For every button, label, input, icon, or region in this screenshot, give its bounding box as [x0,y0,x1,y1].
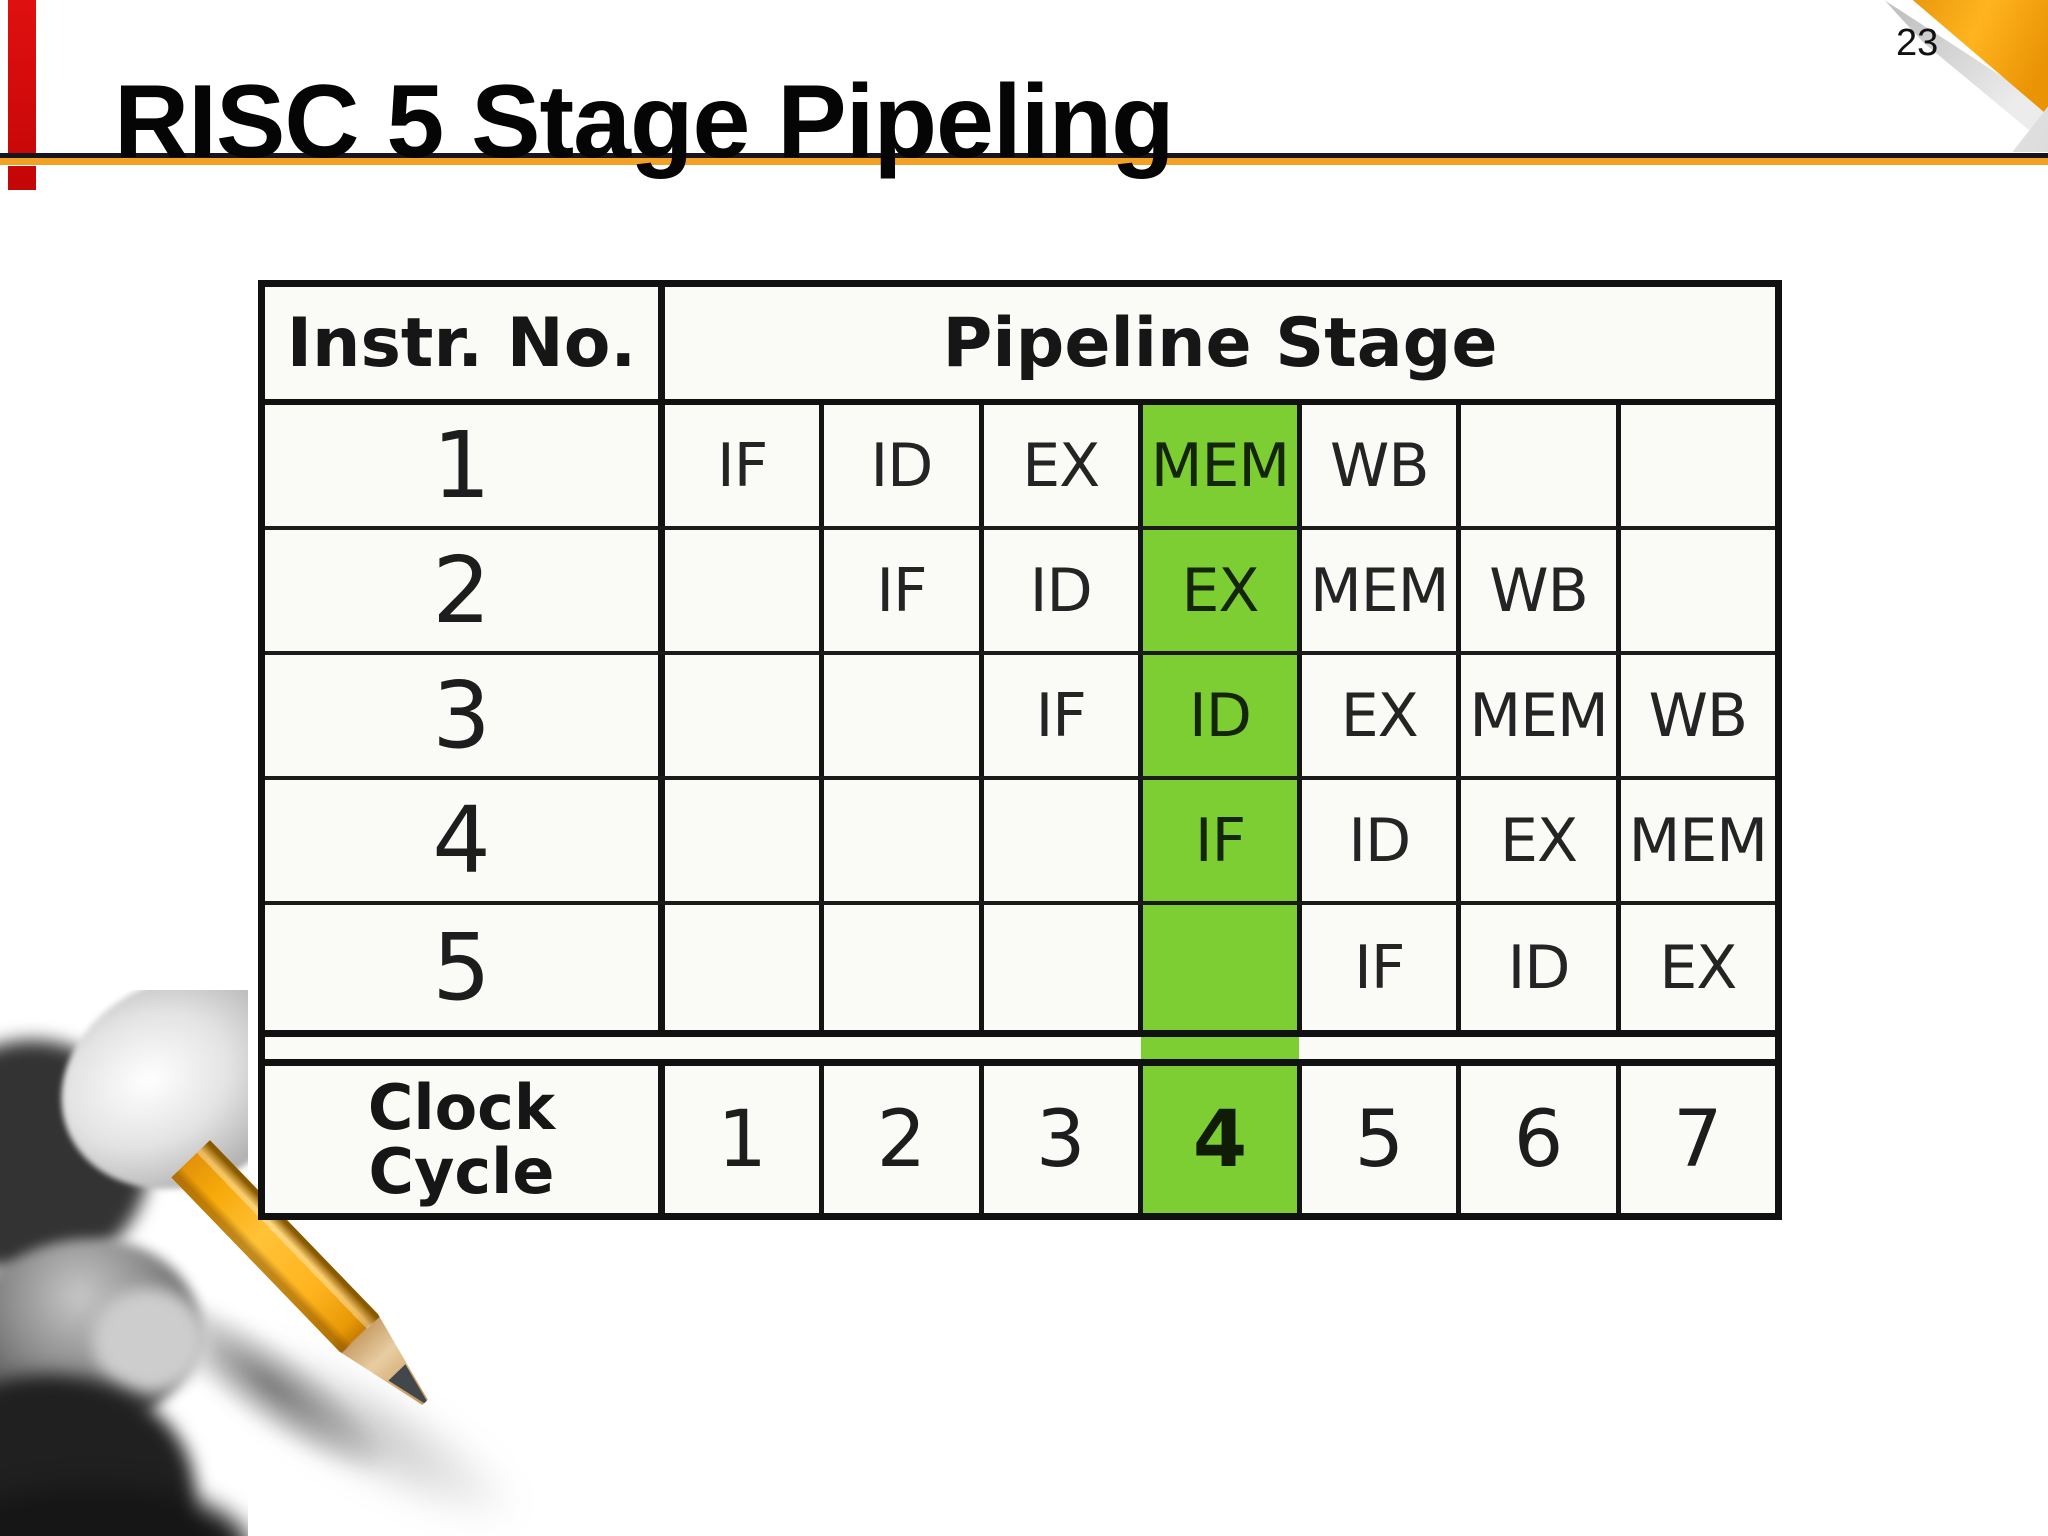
stage-cell: EX [978,405,1138,526]
clock-cycle-number: 7 [1615,1066,1775,1213]
highlight-band-segment [1140,1037,1300,1059]
stage-cell [665,655,820,776]
hand-writing-photo [0,990,248,1536]
stage-cell: EX [1456,780,1616,901]
stage-cell-highlighted: EX [1137,530,1298,651]
pipeline-table: Instr. No. Pipeline Stage 1 IF ID EX MEM… [258,280,1782,1220]
instr-number: 5 [265,905,665,1030]
clock-cycle-number: 6 [1456,1066,1616,1213]
instr-number: 4 [265,780,665,901]
knuckle-highlight [92,1288,207,1393]
slide-title: RISC 5 Stage Pipeling [114,64,1175,180]
stage-cell [819,905,979,1030]
instr-number: 2 [265,530,665,651]
table-section-separator [265,1030,1775,1066]
clock-label-line2: Cycle [368,1134,555,1208]
stage-cell: ID [1456,905,1616,1030]
title-underline [0,153,2048,166]
stage-cell: IF [819,530,979,651]
stage-cell: WB [1615,655,1775,776]
stage-cell [1615,405,1775,526]
table-header-row: Instr. No. Pipeline Stage [265,287,1775,405]
stage-cell: ID [978,530,1138,651]
clock-label-line1: Clock [367,1071,556,1145]
stage-cell [819,655,979,776]
stage-cell [978,780,1138,901]
stage-cell-highlighted [1137,905,1298,1030]
stage-cell [1456,405,1616,526]
pipeline-stage-header: Pipeline Stage [665,287,1775,399]
stage-cell: MEM [1297,530,1457,651]
clock-cycle-number-highlighted: 4 [1137,1066,1298,1213]
clock-cycle-number: 3 [978,1066,1138,1213]
stage-cell: ID [1297,780,1457,901]
clock-cycle-number: 2 [819,1066,979,1213]
clock-cycle-row: Clock Cycle 1 2 3 4 5 6 7 [265,1066,1775,1213]
stage-cell [819,780,979,901]
stage-cell: EX [1297,655,1457,776]
table-row: 3 IF ID EX MEM WB [265,655,1775,780]
stage-cell [978,905,1138,1030]
stage-cell-highlighted: MEM [1137,405,1298,526]
table-row: 2 IF ID EX MEM WB [265,530,1775,655]
stage-cell: MEM [1456,655,1616,776]
stage-cell-highlighted: IF [1137,780,1298,901]
stage-cell: WB [1297,405,1457,526]
stage-cell: MEM [1615,780,1775,901]
hand-base-shadow [0,1485,248,1536]
stage-cell: IF [978,655,1138,776]
page-number: 23 [1896,22,1939,64]
table-row: 5 IF ID EX [265,905,1775,1030]
page-curl-icon [1870,0,2048,152]
clock-cycle-number: 1 [665,1066,820,1213]
stage-cell-highlighted: ID [1137,655,1298,776]
stage-cell: IF [1297,905,1457,1030]
stage-cell [665,530,820,651]
clock-cycle-number: 5 [1297,1066,1457,1213]
stage-cell: EX [1615,905,1775,1030]
instr-number: 1 [265,405,665,526]
stage-cell: ID [819,405,979,526]
table-row: 1 IF ID EX MEM WB [265,405,1775,530]
instr-no-header: Instr. No. [265,287,665,399]
instr-number: 3 [265,655,665,776]
clock-cycle-label: Clock Cycle [265,1066,665,1213]
stage-cell [665,780,820,901]
stage-cell: IF [665,405,820,526]
stage-cell [665,905,820,1030]
stage-cell: WB [1456,530,1616,651]
stage-cell [1615,530,1775,651]
table-row: 4 IF ID EX MEM [265,780,1775,905]
